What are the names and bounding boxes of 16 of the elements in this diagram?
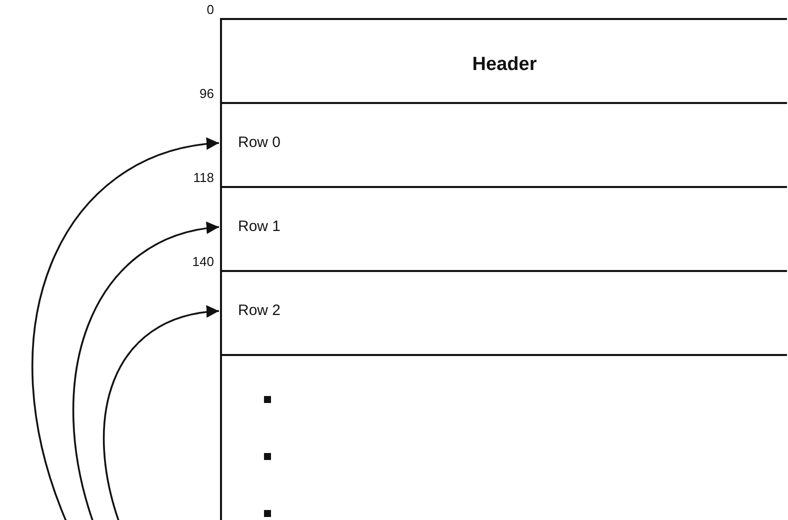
header-text: Header: [472, 54, 537, 76]
header-row: [220, 18, 787, 102]
curved-arrow: [32, 138, 220, 520]
row-label: Row 0: [238, 134, 281, 151]
curved-arrow: [103, 306, 220, 520]
row-label: Row 2: [238, 302, 281, 319]
table-row: [220, 270, 787, 354]
curved-arrow: [72, 222, 220, 520]
offset-label: 118: [193, 170, 214, 185]
table-row: [220, 186, 787, 270]
offset-label: 140: [192, 254, 214, 269]
offset-label: 0: [206, 2, 214, 17]
row-label: Row 1: [238, 218, 281, 235]
offset-label: 96: [200, 86, 214, 101]
table-row: [220, 102, 787, 186]
table-body: [220, 354, 787, 520]
